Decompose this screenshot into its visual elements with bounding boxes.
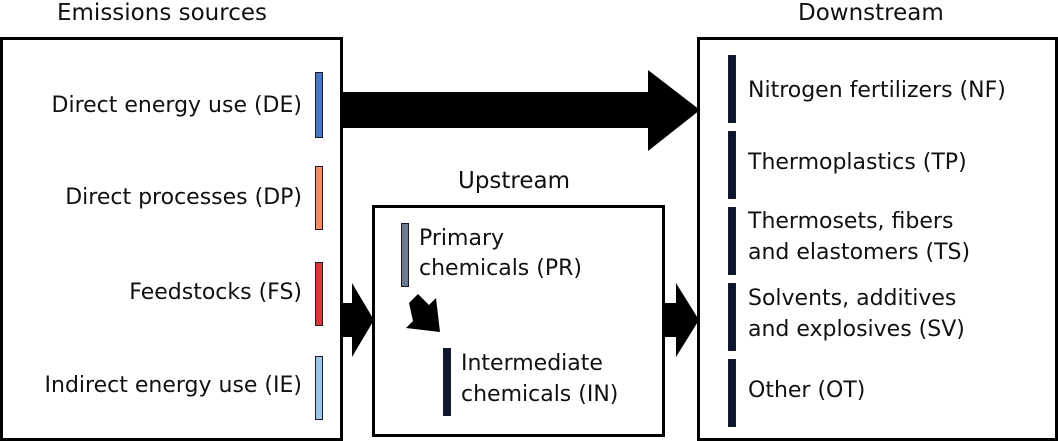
downstream-swatch-sv <box>728 283 736 351</box>
downstream-box: Nitrogen fertilizers (NF) Thermoplastics… <box>697 37 1058 441</box>
upstream-primary-line2: chemicals (PR) <box>419 256 582 281</box>
upstream-swatch-intermediate <box>443 348 451 416</box>
source-label-dp: Direct processes (DP) <box>65 185 302 210</box>
source-label-fs: Feedstocks (FS) <box>129 280 302 305</box>
arrow-primary-to-intermediate <box>406 294 440 332</box>
downstream-label-nf: Nitrogen fertilizers (NF) <box>748 78 1006 103</box>
downstream-label-ot: Other (OT) <box>748 378 866 403</box>
downstream-swatch-nf <box>728 55 736 123</box>
source-swatch-fs <box>315 262 323 326</box>
upstream-intermediate-line2: chemicals (IN) <box>461 382 619 407</box>
downstream-label-sv-line1: Solvents, additives <box>748 286 957 311</box>
arrow-upstream-to-downstream <box>665 283 699 357</box>
source-swatch-de <box>315 72 323 138</box>
downstream-label-ts-line2: and elastomers (TS) <box>748 240 971 265</box>
downstream-swatch-tp <box>728 131 736 199</box>
downstream-label-ts-line1: Thermosets, fibers <box>748 209 954 234</box>
arrow-sources-to-upstream <box>343 283 374 357</box>
upstream-primary-line1: Primary <box>419 226 505 251</box>
upstream-title: Upstream <box>458 168 571 194</box>
emissions-sources-box: Direct energy use (DE) Direct processes … <box>0 37 343 441</box>
downstream-swatch-ot <box>728 359 736 427</box>
downstream-swatch-ts <box>728 207 736 275</box>
arrow-sources-to-downstream <box>343 70 700 151</box>
upstream-swatch-primary <box>401 223 409 287</box>
source-swatch-ie <box>315 356 323 420</box>
upstream-intermediate-line1: Intermediate <box>461 351 603 376</box>
source-label-ie: Indirect energy use (IE) <box>44 373 302 398</box>
emissions-sources-title: Emissions sources <box>57 0 267 26</box>
downstream-title: Downstream <box>798 0 944 26</box>
source-swatch-dp <box>315 166 323 230</box>
source-label-de: Direct energy use (DE) <box>51 93 302 118</box>
downstream-label-tp: Thermoplastics (TP) <box>748 150 967 175</box>
downstream-label-sv-line2: and explosives (SV) <box>748 317 965 342</box>
